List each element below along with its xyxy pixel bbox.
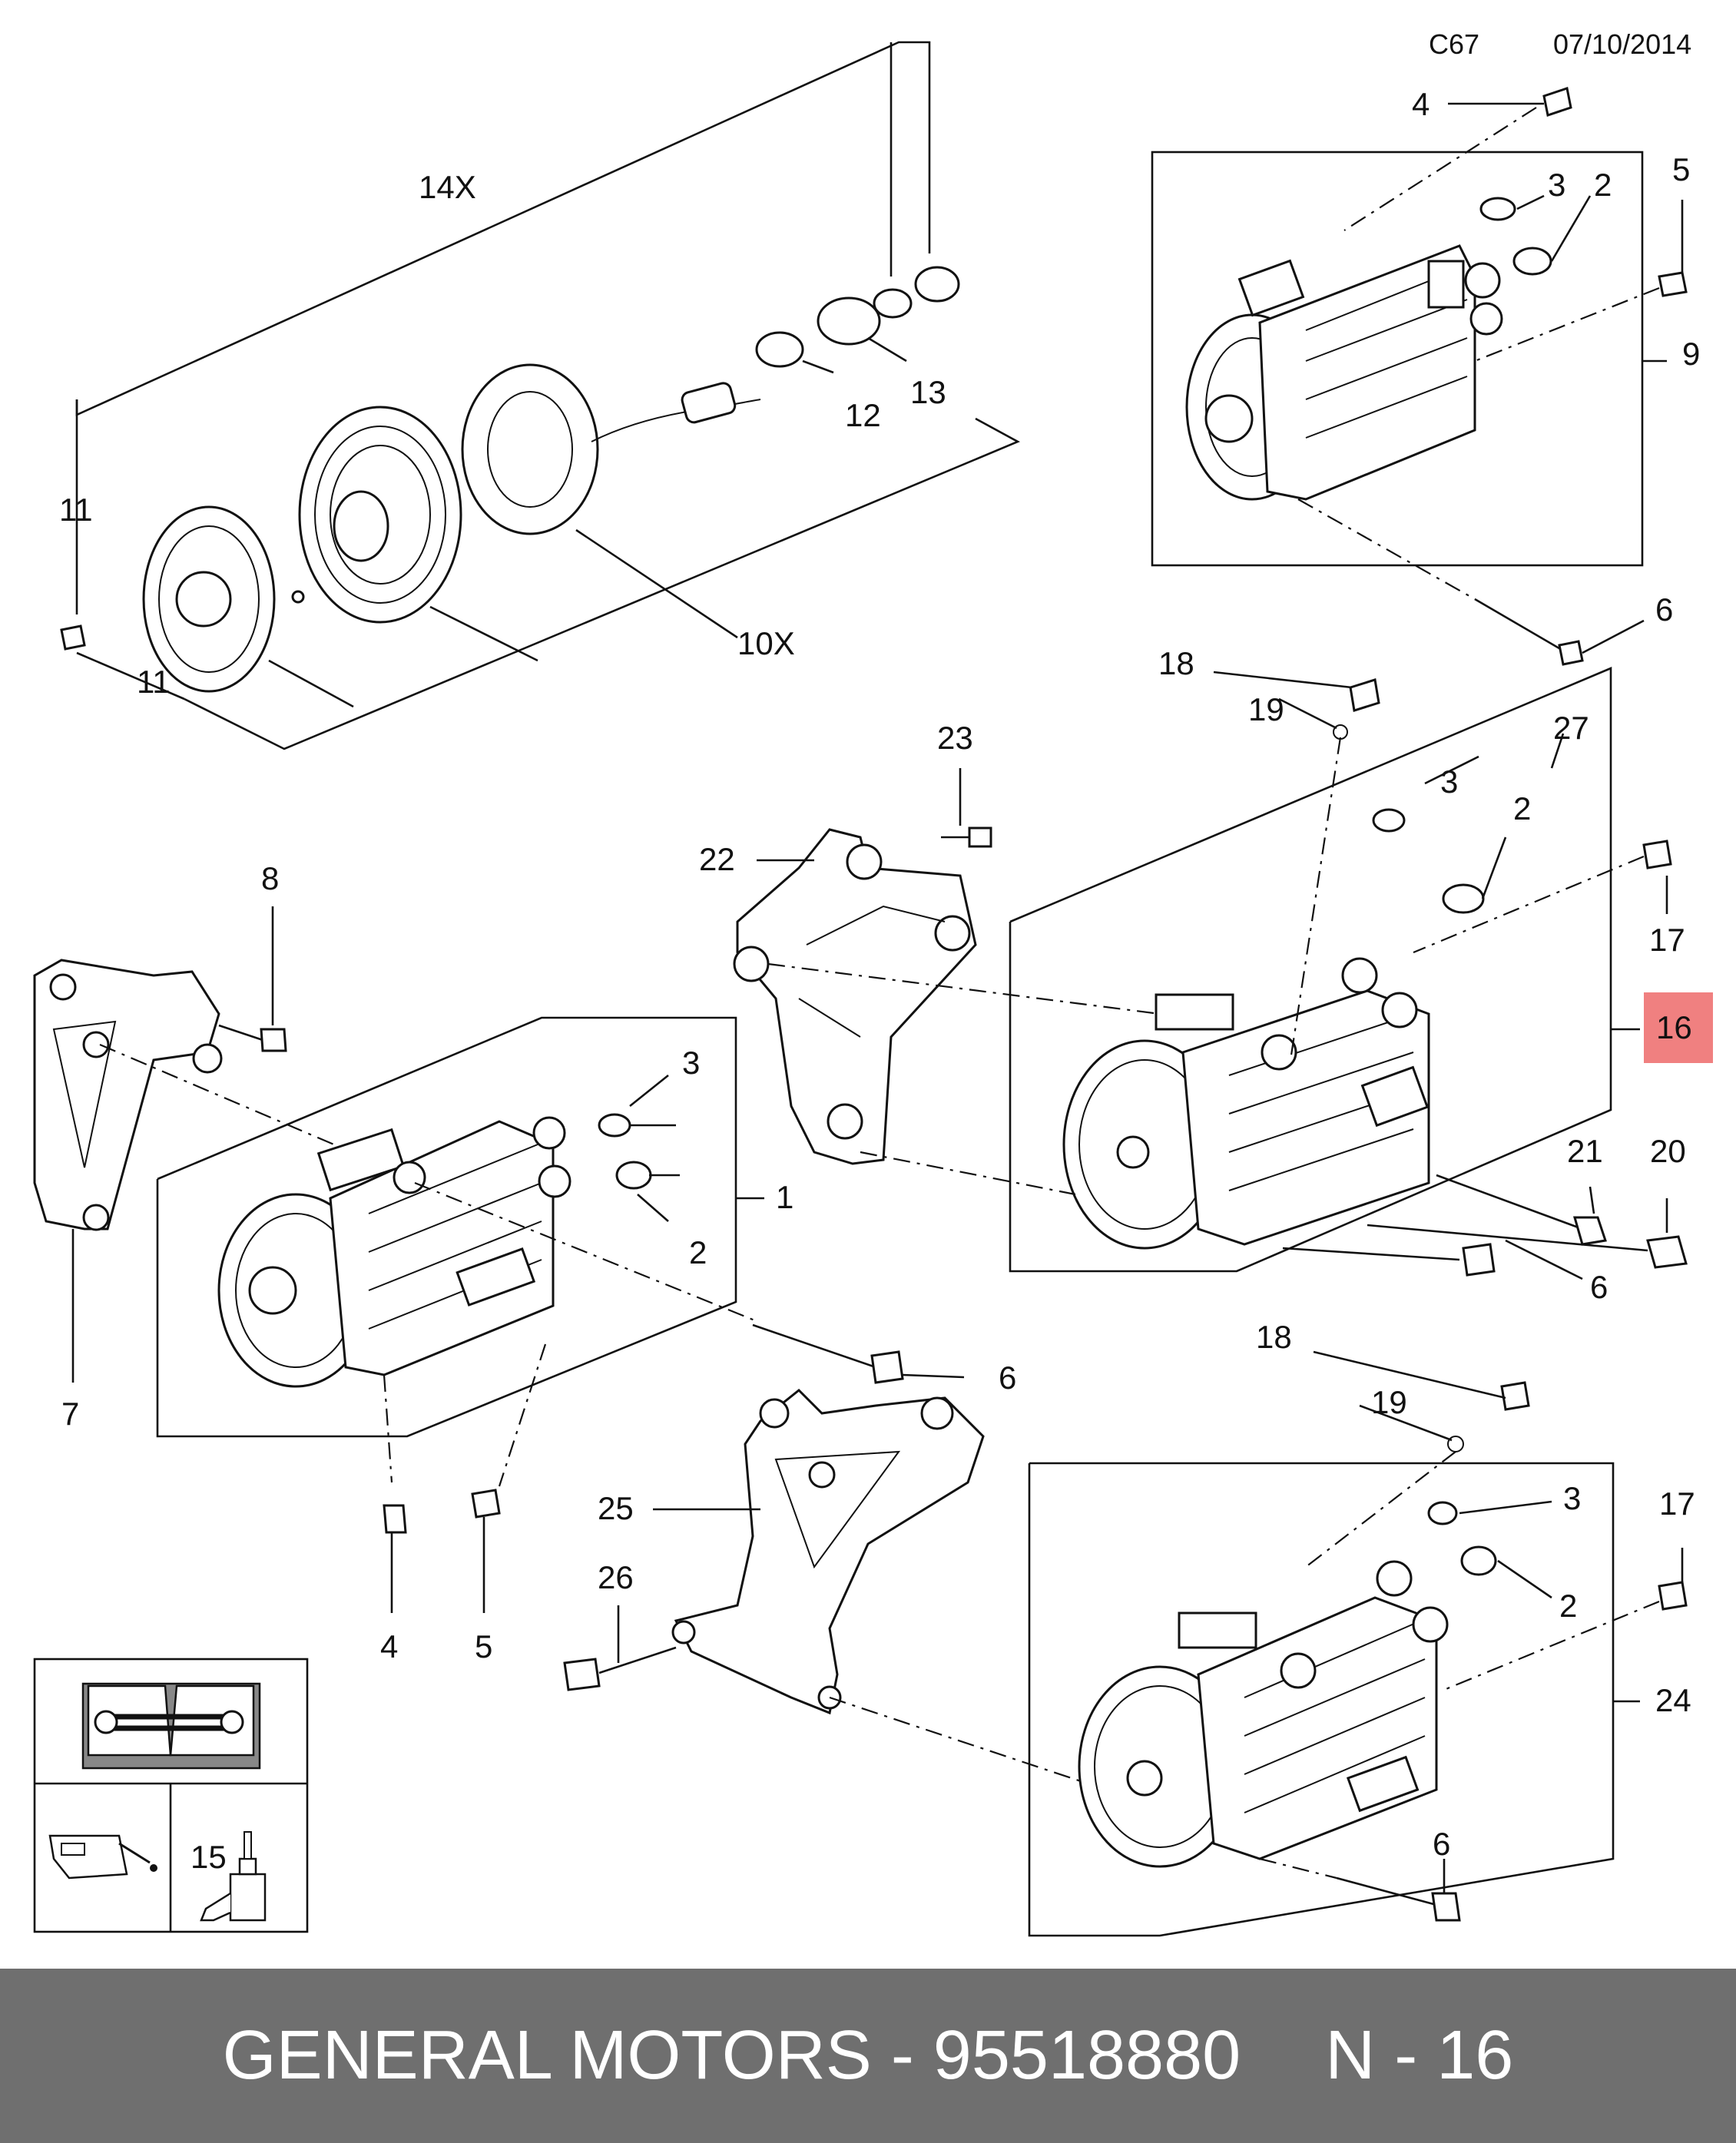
callout-10x: 10X xyxy=(737,625,795,661)
callout-5-a: 5 xyxy=(1672,151,1690,187)
callout-15: 15 xyxy=(190,1839,227,1875)
bracket-22 xyxy=(733,826,992,1165)
callout-3-d: 3 xyxy=(1563,1480,1581,1516)
callout-2-c: 2 xyxy=(689,1234,707,1270)
bracket-7 xyxy=(33,959,287,1231)
footer-code: N - 16 xyxy=(1325,2017,1514,2094)
oil-can-icon xyxy=(48,1834,157,1880)
callout-24: 24 xyxy=(1655,1682,1691,1718)
compressor-box-24 xyxy=(1028,1381,1688,1937)
callout-3-b: 3 xyxy=(1440,763,1458,800)
callout-11-b: 11 xyxy=(137,664,171,700)
parts-diagram: C67 07/10/2014 4 3 2 5 9 6 xyxy=(33,28,1713,1937)
callout-3-a: 3 xyxy=(1548,167,1565,203)
callout-18-b: 18 xyxy=(1256,1319,1292,1355)
callout-6-a: 6 xyxy=(1655,591,1673,628)
callout-26: 26 xyxy=(598,1559,634,1595)
callout-25: 25 xyxy=(598,1490,634,1526)
callout-1: 1 xyxy=(776,1179,793,1215)
callout-13: 13 xyxy=(910,374,946,410)
callout-16: 16 xyxy=(1656,1009,1692,1045)
bracket-25 xyxy=(563,1388,985,1715)
callout-14x: 14X xyxy=(419,169,476,205)
callout-6-d: 6 xyxy=(1433,1826,1450,1862)
callout-20: 20 xyxy=(1650,1133,1686,1169)
callout-7: 7 xyxy=(61,1396,79,1432)
compressor-box-16 xyxy=(1009,667,1688,1277)
callout-2-d: 2 xyxy=(1559,1588,1577,1624)
callout-9: 9 xyxy=(1682,336,1700,372)
manual-wrench-icon xyxy=(81,1682,261,1770)
callout-19-a: 19 xyxy=(1248,691,1284,727)
highlight-16-box xyxy=(1644,992,1713,1063)
callout-3-c: 3 xyxy=(682,1045,700,1081)
footer-brand-partnumber: GENERAL MOTORS - 95518880 xyxy=(222,2017,1241,2094)
clutch-kit xyxy=(60,41,1020,750)
callout-27: 27 xyxy=(1553,710,1589,746)
callout-21: 21 xyxy=(1567,1133,1603,1169)
compressor-box-9 xyxy=(1151,87,1688,666)
sheet-code: C67 xyxy=(1429,28,1479,60)
callout-22: 22 xyxy=(699,841,735,877)
footer-banner: GENERAL MOTORS - 95518880 N - 16 xyxy=(0,1969,1736,2143)
callout-2-b: 2 xyxy=(1513,790,1531,826)
callout-2-a: 2 xyxy=(1594,167,1612,203)
callout-23: 23 xyxy=(937,720,973,756)
callout-6-b: 6 xyxy=(1590,1269,1608,1305)
legend-box: 15 xyxy=(33,1658,309,1933)
compressor-box-1 xyxy=(156,1016,764,1438)
callout-12: 12 xyxy=(845,397,881,433)
callout-4-bottom: 4 xyxy=(380,1628,398,1664)
sheet-date: 07/10/2014 xyxy=(1553,28,1691,60)
callout-6-c: 6 xyxy=(999,1360,1016,1396)
oil-bottle-icon xyxy=(200,1831,267,1922)
callout-8: 8 xyxy=(261,860,279,896)
callout-17-a: 17 xyxy=(1649,922,1685,958)
callout-11-a: 11 xyxy=(59,492,93,528)
callout-18-a: 18 xyxy=(1158,645,1194,681)
callout-19-b: 19 xyxy=(1371,1384,1407,1420)
callout-5-bottom: 5 xyxy=(475,1628,492,1664)
callout-4-top: 4 xyxy=(1412,86,1430,122)
callout-17-b: 17 xyxy=(1659,1486,1695,1522)
